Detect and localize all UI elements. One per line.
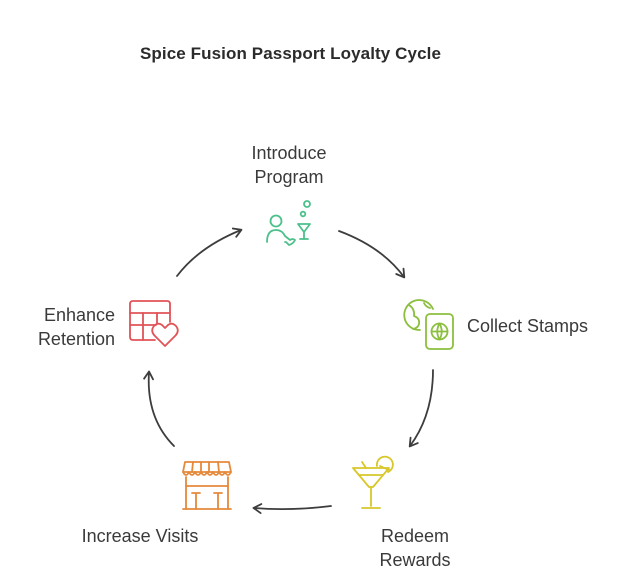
calendar-heart-icon	[129, 300, 179, 347]
step-label-line: Rewards	[379, 550, 451, 570]
step-label-line: Introduce	[251, 143, 327, 163]
arrow-introduce-to-collect	[338, 230, 406, 279]
arrow-retention-to-introduce	[176, 227, 243, 277]
diagram-title: Spice Fusion Passport Loyalty Cycle	[139, 44, 442, 63]
step-label-redeem: Redeem Rewards	[379, 524, 450, 572]
step-label-line: Program	[254, 167, 324, 187]
step-label-line: Collect Stamps	[467, 316, 589, 336]
step-label-retention: Enhance Retention	[38, 303, 115, 351]
storefront-bar-icon	[182, 461, 232, 510]
globe-passport-icon	[403, 299, 454, 350]
step-label-line: Increase Visits	[81, 526, 199, 546]
person-with-cocktail-icon	[266, 200, 311, 246]
step-label-collect: Collect Stamps	[467, 314, 588, 338]
arrow-redeem-to-visits	[252, 503, 332, 514]
arrow-visits-to-retention	[143, 370, 175, 447]
step-label-line: Redeem	[380, 526, 450, 546]
step-label-line: Retention	[37, 329, 115, 349]
cocktail-glass-icon	[352, 455, 394, 509]
step-label-introduce: Introduce Program	[251, 141, 326, 189]
step-label-visits: Increase Visits	[82, 524, 199, 548]
step-label-line: Enhance	[43, 305, 115, 325]
arrow-collect-to-redeem	[408, 369, 434, 448]
